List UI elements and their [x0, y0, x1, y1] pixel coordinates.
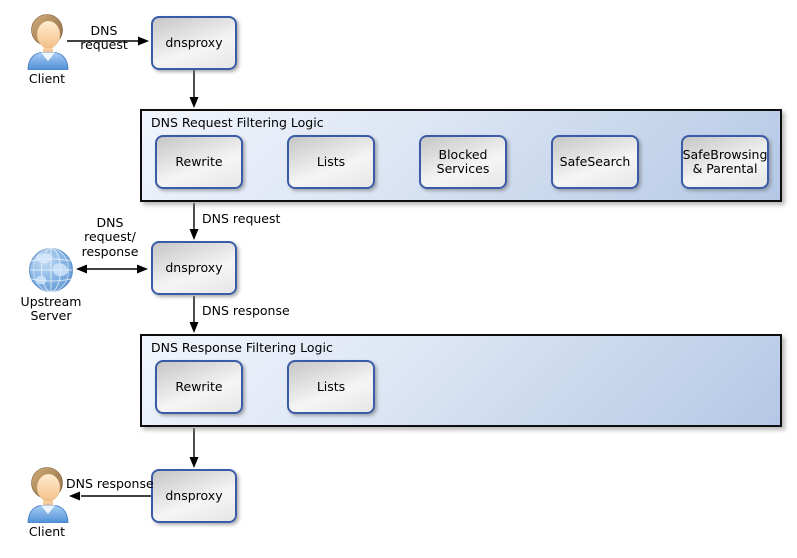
request-container-title: DNS Request Filtering Logic: [151, 115, 324, 130]
step-blocked-services: Blocked Services: [419, 135, 507, 189]
dnsproxy-bottom-node: dnsproxy: [151, 469, 237, 523]
arrow-request-filter-to-proxy-middle: [189, 203, 199, 240]
client-top-label: Client: [28, 71, 66, 86]
upstream-server-icon-wrap: [27, 246, 75, 297]
client-bottom-label: Client: [28, 524, 66, 539]
client-bottom-icon-wrap: [26, 466, 70, 526]
edge-label-client-request: DNS request: [80, 23, 128, 53]
step-lists-request: Lists: [287, 135, 375, 189]
dnsproxy-middle-node: dnsproxy: [151, 241, 237, 295]
edge-label-filtered-request: DNS request: [202, 211, 281, 226]
arrow-response-filter-to-proxy-bottom: [189, 428, 199, 468]
person-icon: [27, 14, 69, 71]
dns-request-filtering-container: DNS Request Filtering Logic Rewrite List…: [140, 109, 782, 202]
upstream-server-label: Upstream Server: [20, 294, 82, 324]
step-lists-response: Lists: [287, 360, 375, 414]
arrow-client-to-proxy-top: [67, 36, 149, 46]
response-container-title: DNS Response Filtering Logic: [151, 340, 333, 355]
person-icon: [27, 467, 69, 524]
edge-label-client-response: DNS response: [66, 476, 154, 491]
arrow-proxy-middle-to-response-filter: [189, 296, 199, 333]
client-top-icon-wrap: [26, 13, 70, 73]
arrow-proxy-bottom-to-client: [69, 491, 151, 501]
edge-label-upstream-exchange: DNS request/ response: [81, 215, 139, 259]
arrow-proxy-top-to-request-filter: [189, 70, 199, 108]
step-safebrowsing-parental: SafeBrowsing & Parental: [681, 135, 769, 189]
globe-icon: [29, 248, 73, 292]
step-safesearch: SafeSearch: [551, 135, 639, 189]
dns-response-filtering-container: DNS Response Filtering Logic Rewrite Lis…: [140, 334, 782, 427]
step-rewrite-request: Rewrite: [155, 135, 243, 189]
arrow-upstream-bidirectional: [76, 264, 148, 274]
edge-label-proxy-response: DNS response: [202, 303, 290, 318]
dnsproxy-top-node: dnsproxy: [151, 16, 237, 70]
step-rewrite-response: Rewrite: [155, 360, 243, 414]
